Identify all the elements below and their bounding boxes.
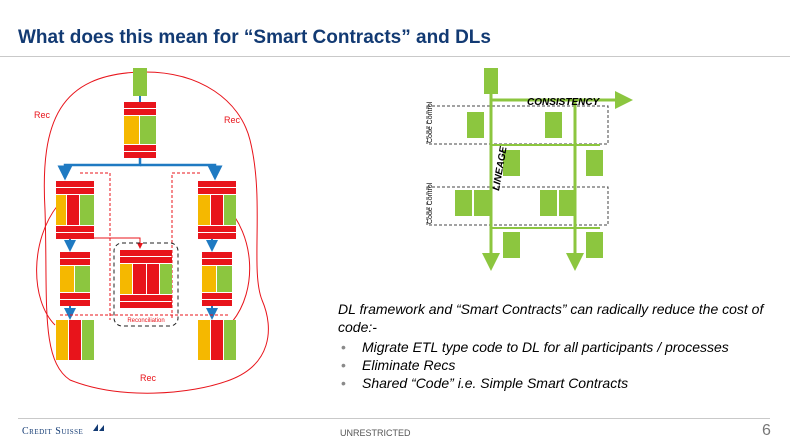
dl-node (545, 112, 562, 138)
slide-title: What does this mean for “Smart Contracts… (18, 27, 491, 48)
summary-text: DL framework and “Smart Contracts” can r… (338, 300, 778, 392)
code-control-box-top (426, 105, 609, 145)
dl-node (455, 190, 472, 216)
dl-node (503, 232, 520, 258)
rec-loop-line (43, 71, 269, 394)
bullet-icon: • (341, 375, 346, 391)
consistency-label: CONSISTENCY (527, 97, 601, 108)
code-control-box-bottom (426, 186, 609, 226)
reconciliation-box (113, 242, 179, 327)
rec-label-bottom: Rec (140, 373, 157, 383)
reconciliation-stack (120, 250, 172, 308)
page-number: 6 (762, 422, 771, 439)
sails-icon (93, 424, 104, 431)
footer-divider (18, 418, 770, 419)
bullet-item: • Migrate ETL type code to DL for all par… (338, 338, 778, 356)
rec-label-right: Rec (224, 115, 241, 125)
code-control-label-bottom: Code Control (427, 182, 434, 224)
classification-label: UNRESTRICTED (340, 428, 411, 438)
credit-suisse-logo: Credit Suisse (22, 426, 84, 437)
summary-bullets: • Migrate ETL type code to DL for all par… (338, 338, 778, 392)
dl-node (474, 190, 491, 216)
bullet-text: Shared “Code” i.e. Simple Smart Contract… (362, 375, 629, 391)
bullet-text: Eliminate Recs (362, 357, 456, 373)
summary-lead: DL framework and “Smart Contracts” can r… (338, 301, 764, 335)
bullet-item: • Shared “Code” i.e. Simple Smart Contrac… (338, 374, 778, 392)
bullet-icon: • (341, 357, 346, 373)
code-control-label-top: Code Control (427, 101, 434, 143)
dl-node (540, 190, 557, 216)
title-divider (0, 56, 790, 57)
rec-label-left: Rec (34, 110, 51, 120)
top-source-box (133, 68, 147, 96)
right-column (198, 181, 236, 360)
reconciliation-label: Reconciliation (127, 318, 164, 324)
left-column (56, 181, 94, 360)
rec-loop-line-2 (36, 204, 59, 326)
dl-node (586, 232, 603, 258)
dl-node (467, 112, 484, 138)
dl-node (503, 150, 520, 176)
dl-node (484, 68, 498, 94)
bullet-text: Migrate ETL type code to DL for all part… (362, 339, 729, 355)
dl-node (586, 150, 603, 176)
right-dl-diagram: Code Control Code Control CONSISTENCY LI… (426, 68, 633, 271)
bullet-icon: • (341, 339, 346, 355)
top-stack (124, 102, 156, 158)
left-etl-diagram: Reconciliation Rec Rec Rec (34, 68, 269, 394)
dl-node (559, 190, 576, 216)
bullet-item: • Eliminate Recs (338, 356, 778, 374)
